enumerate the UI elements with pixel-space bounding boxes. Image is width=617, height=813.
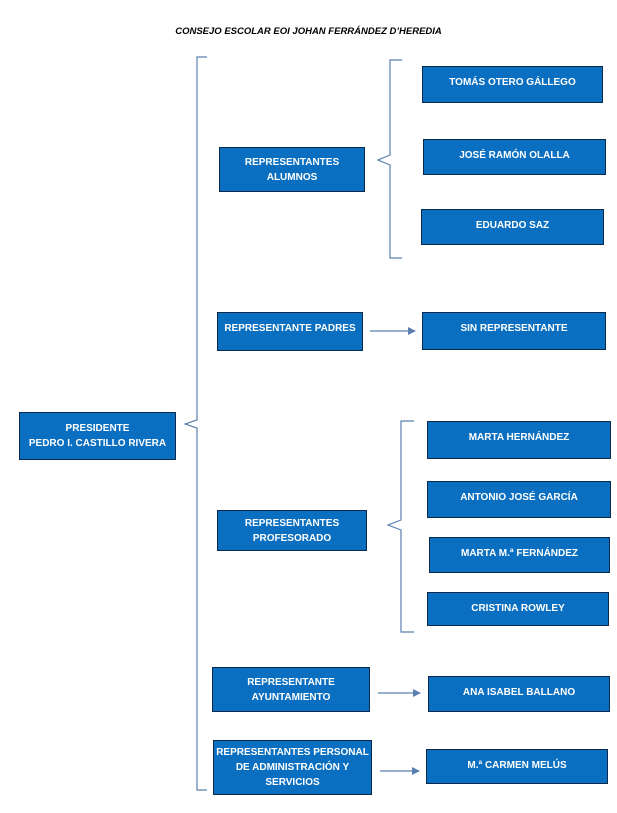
member-name: MARTA M.ª FERNÁNDEZ	[460, 548, 579, 559]
alumnos-group-box: REPRESENTANTES ALUMNOS	[219, 147, 365, 192]
member-name: JOSÉ RAMÓN OLALLA	[459, 150, 570, 161]
profesorado-label-line2: PROFESORADO	[252, 532, 332, 544]
profesorado-label-line1: REPRESENTANTES	[244, 517, 340, 529]
president-name: PEDRO I. CASTILLO RIVERA	[28, 438, 167, 449]
administracion-label-line1: REPRESENTANTES PERSONAL	[216, 747, 369, 758]
member-box-profesorado-4: CRISTINA ROWLEY	[427, 592, 609, 626]
member-box-profesorado-1: MARTA HERNÁNDEZ	[427, 421, 611, 459]
member-box-ayuntamiento-1: ANA ISABEL BALLANO	[428, 676, 610, 712]
member-box-alumnos-1: TOMÁS OTERO GÁLLEGO	[422, 66, 603, 103]
alumnos-label-line2: ALUMNOS	[266, 171, 318, 183]
padres-label: REPRESENTANTE PADRES	[224, 323, 356, 334]
ayuntamiento-group-box: REPRESENTANTE AYUNTAMIENTO	[212, 667, 370, 712]
profesorado-group-box: REPRESENTANTES PROFESORADO	[217, 510, 367, 551]
member-box-alumnos-3: EDUARDO SAZ	[421, 209, 604, 245]
member-box-alumnos-2: JOSÉ RAMÓN OLALLA	[423, 139, 606, 175]
president-role: PRESIDENTE	[65, 423, 130, 434]
member-box-profesorado-3: MARTA M.ª FERNÁNDEZ	[429, 537, 610, 573]
alumnos-brace	[376, 59, 402, 259]
member-box-profesorado-2: ANTONIO JOSÉ GARCÍA	[427, 481, 611, 518]
ayuntamiento-label-line2: AYUNTAMIENTO	[251, 691, 331, 703]
member-name: ANA ISABEL BALLANO	[462, 687, 576, 698]
padres-group-box: REPRESENTANTE PADRES	[217, 312, 363, 351]
member-name: M.ª CARMEN MELÚS	[467, 760, 567, 771]
member-box-padres-1: SIN REPRESENTANTE	[422, 312, 606, 350]
president-box: PRESIDENTE PEDRO I. CASTILLO RIVERA	[19, 412, 176, 460]
administracion-label-line3: SERVICIOS	[265, 777, 320, 788]
diagram-title: CONSEJO ESCOLAR EOI JOHAN FERRÁNDEZ D’HE…	[175, 26, 442, 37]
member-name: MARTA HERNÁNDEZ	[468, 432, 570, 443]
alumnos-label-line1: REPRESENTANTES	[244, 156, 340, 168]
member-box-administracion-1: M.ª CARMEN MELÚS	[426, 749, 608, 784]
member-name: CRISTINA ROWLEY	[471, 603, 565, 614]
profesorado-brace	[386, 420, 414, 633]
main-brace	[183, 56, 207, 791]
member-name: SIN REPRESENTANTE	[460, 323, 568, 334]
administracion-group-box: REPRESENTANTES PERSONAL DE ADMINISTRACIÓ…	[213, 740, 372, 795]
member-name: TOMÁS OTERO GÁLLEGO	[449, 77, 576, 88]
administracion-label-line2: DE ADMINISTRACIÓN Y	[235, 762, 350, 773]
member-name: EDUARDO SAZ	[475, 220, 550, 231]
member-name: ANTONIO JOSÉ GARCÍA	[460, 492, 578, 503]
ayuntamiento-label-line1: REPRESENTANTE	[247, 676, 335, 688]
